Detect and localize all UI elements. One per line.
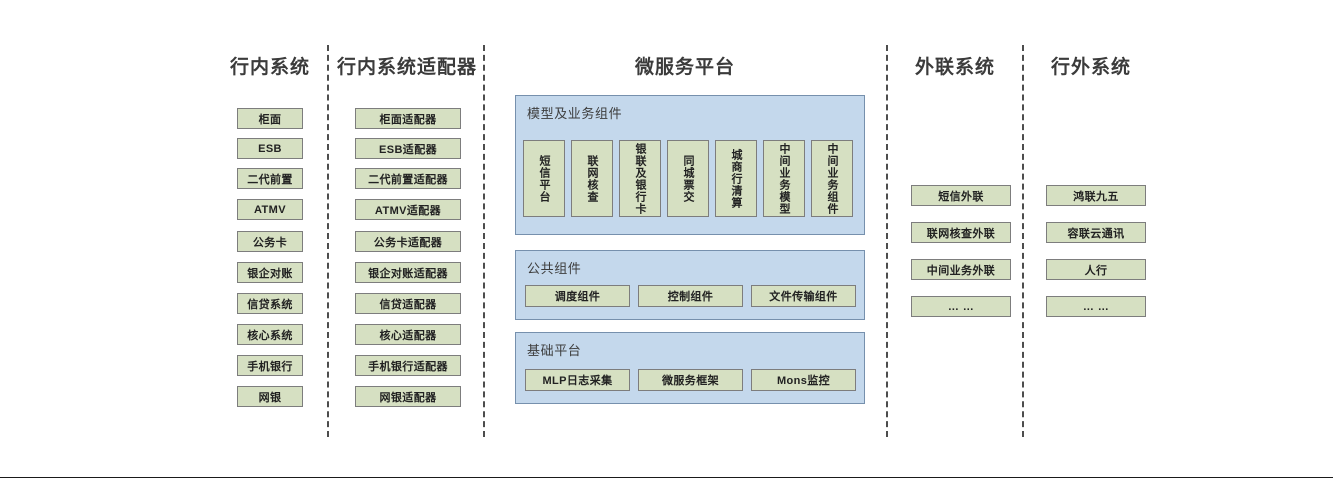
node-internal-adapter[interactable]: ATMV适配器 [355, 199, 461, 220]
bottom-separator-rule [0, 477, 1333, 478]
node-external-link-system[interactable]: … … [911, 296, 1011, 317]
group-label-public-components: 公共组件 [527, 261, 582, 276]
column-divider-2 [483, 45, 485, 437]
node-internal-system[interactable]: 二代前置 [237, 168, 303, 189]
node-external-link-system[interactable]: 短信外联 [911, 185, 1011, 206]
node-business-component[interactable]: 中间业务组件 [811, 140, 853, 217]
node-business-component[interactable]: 银联及银行卡 [619, 140, 661, 217]
node-outside-system[interactable]: 人行 [1046, 259, 1146, 280]
node-internal-adapter[interactable]: 信贷适配器 [355, 293, 461, 314]
column-divider-3 [886, 45, 888, 437]
group-label-model-business-components: 模型及业务组件 [527, 106, 623, 121]
node-internal-system[interactable]: 信贷系统 [237, 293, 303, 314]
node-internal-system[interactable]: ATMV [237, 199, 303, 220]
node-public-component[interactable]: 调度组件 [525, 285, 630, 307]
node-base-platform-component[interactable]: 微服务框架 [638, 369, 743, 391]
group-base-platform: 基础平台 [515, 332, 865, 404]
node-outside-system[interactable]: 容联云通讯 [1046, 222, 1146, 243]
node-internal-system[interactable]: 网银 [237, 386, 303, 407]
column-title-internal-systems: 行内系统 [229, 57, 310, 78]
node-internal-adapter[interactable]: 手机银行适配器 [355, 355, 461, 376]
node-internal-adapter[interactable]: 网银适配器 [355, 386, 461, 407]
node-outside-system[interactable]: 鸿联九五 [1046, 185, 1146, 206]
node-internal-system[interactable]: 公务卡 [237, 231, 303, 252]
node-internal-system[interactable]: ESB [237, 138, 303, 159]
group-label-base-platform: 基础平台 [527, 343, 582, 358]
node-public-component[interactable]: 控制组件 [638, 285, 743, 307]
node-base-platform-component[interactable]: Mons监控 [751, 369, 856, 391]
column-divider-1 [327, 45, 329, 437]
column-title-internal-adapters: 行内系统适配器 [336, 57, 477, 78]
column-title-microservice-platform: 微服务平台 [634, 57, 735, 78]
node-internal-adapter[interactable]: 核心适配器 [355, 324, 461, 345]
node-internal-system[interactable]: 银企对账 [237, 262, 303, 283]
node-internal-adapter[interactable]: 银企对账适配器 [355, 262, 461, 283]
node-internal-system[interactable]: 手机银行 [237, 355, 303, 376]
node-internal-adapter[interactable]: 公务卡适配器 [355, 231, 461, 252]
node-internal-adapter[interactable]: 柜面适配器 [355, 108, 461, 129]
node-internal-system[interactable]: 核心系统 [237, 324, 303, 345]
node-business-component[interactable]: 中间业务模型 [763, 140, 805, 217]
node-business-component[interactable]: 联网核查 [571, 140, 613, 217]
node-internal-system[interactable]: 柜面 [237, 108, 303, 129]
node-internal-adapter[interactable]: 二代前置适配器 [355, 168, 461, 189]
column-title-outside-systems: 行外系统 [1050, 57, 1131, 78]
node-business-component[interactable]: 同城票交 [667, 140, 709, 217]
column-divider-4 [1022, 45, 1024, 437]
node-external-link-system[interactable]: 联网核查外联 [911, 222, 1011, 243]
node-external-link-system[interactable]: 中间业务外联 [911, 259, 1011, 280]
node-business-component[interactable]: 短信平台 [523, 140, 565, 217]
node-public-component[interactable]: 文件传输组件 [751, 285, 856, 307]
node-internal-adapter[interactable]: ESB适配器 [355, 138, 461, 159]
column-title-external-link-systems: 外联系统 [914, 57, 995, 78]
node-business-component[interactable]: 城商行清算 [715, 140, 757, 217]
node-outside-system[interactable]: … … [1046, 296, 1146, 317]
node-base-platform-component[interactable]: MLP日志采集 [525, 369, 630, 391]
